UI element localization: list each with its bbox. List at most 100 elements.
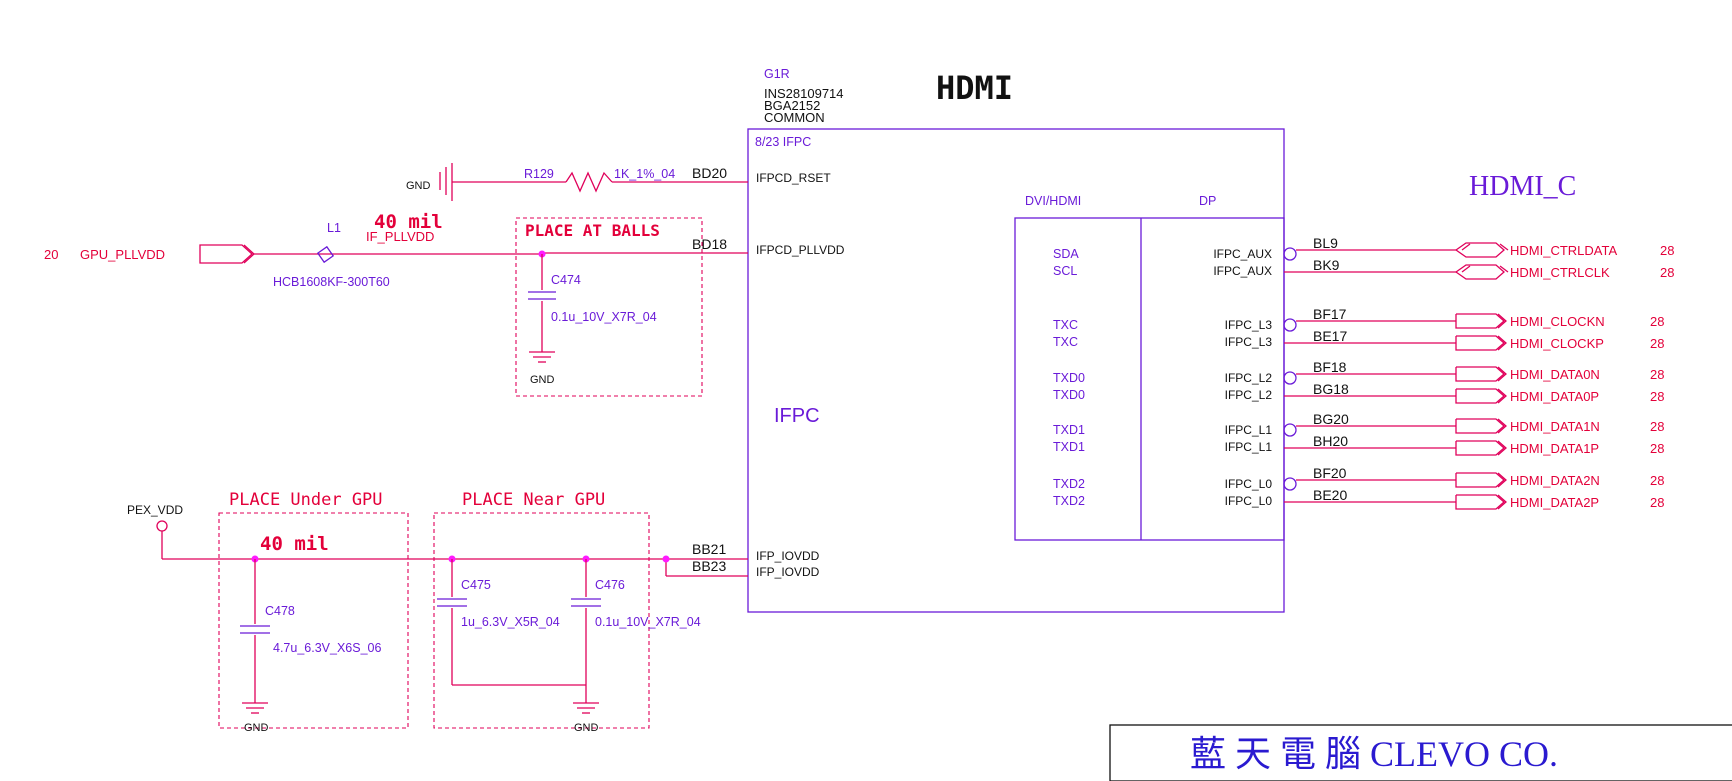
resistor-ref: R129 bbox=[524, 167, 554, 181]
net-page-ref: 28 bbox=[1650, 314, 1664, 329]
cap-value: 1u_6.3V_X5R_04 bbox=[461, 615, 560, 629]
dvi-pin-label: TXD1 bbox=[1053, 423, 1085, 437]
pin-ball: BF17 bbox=[1313, 306, 1347, 322]
pin-ball: BG18 bbox=[1313, 381, 1349, 397]
title-block bbox=[1109, 724, 1732, 781]
dvi-pin-label: SCL bbox=[1053, 264, 1077, 278]
connector-label: HDMI_C bbox=[1469, 171, 1576, 202]
connector-chevron[interactable] bbox=[1497, 366, 1507, 382]
pin-ball: BD20 bbox=[692, 165, 727, 181]
inductor-ref: L1 bbox=[327, 221, 341, 235]
connector-chevron[interactable] bbox=[1497, 494, 1507, 510]
gnd-label: GND bbox=[574, 722, 599, 734]
pin-ball: BL9 bbox=[1313, 235, 1338, 251]
net-page-ref: 28 bbox=[1650, 336, 1664, 351]
offpage-connector[interactable] bbox=[1455, 472, 1505, 488]
cap-ref: C478 bbox=[265, 604, 295, 618]
net-name: HDMI_CTRLCLK bbox=[1510, 265, 1610, 280]
inversion-bubble bbox=[1283, 477, 1297, 491]
inversion-bubble bbox=[1283, 247, 1297, 261]
resistor-r129[interactable] bbox=[565, 171, 613, 193]
place-note: PLACE AT BALLS bbox=[525, 221, 660, 240]
part-ref: G1R bbox=[764, 67, 790, 81]
offpage-connector[interactable] bbox=[199, 244, 253, 264]
dvi-pin-label: TXD0 bbox=[1053, 371, 1085, 385]
dp-pin-label: IFPC_L3 bbox=[1225, 318, 1273, 332]
gnd-symbol bbox=[242, 702, 268, 714]
offpage-connector[interactable] bbox=[1455, 313, 1505, 329]
cap-ref: C474 bbox=[551, 273, 581, 287]
dvi-pin-label: TXD1 bbox=[1053, 440, 1085, 454]
pin-ball: BD18 bbox=[692, 236, 727, 252]
dp-pin-label: IFPC_L2 bbox=[1225, 371, 1273, 385]
connector-chevron[interactable] bbox=[1497, 313, 1507, 329]
part-number: INS28109714 bbox=[764, 86, 844, 101]
place-under-note: PLACE Under GPU bbox=[229, 490, 383, 510]
pin-name: IFPCD_RSET bbox=[756, 171, 831, 185]
place-region bbox=[218, 512, 409, 729]
inductor-l1[interactable] bbox=[316, 245, 335, 264]
connector-chevron[interactable] bbox=[1499, 243, 1509, 251]
offpage-connector[interactable] bbox=[1455, 418, 1505, 434]
cap-value: 0.1u_10V_X7R_04 bbox=[595, 615, 701, 629]
net-name: HDMI_DATA1P bbox=[1510, 441, 1599, 456]
net-page-ref: 28 bbox=[1650, 473, 1664, 488]
connector-chevron[interactable] bbox=[1497, 335, 1507, 351]
place-region bbox=[433, 512, 650, 729]
offpage-net: GPU_PLLVDD bbox=[80, 247, 165, 262]
gnd-symbol bbox=[573, 702, 599, 714]
cap-value: 0.1u_10V_X7R_04 bbox=[551, 310, 657, 324]
power-symbol bbox=[156, 520, 168, 532]
trace-width: 40 mil bbox=[374, 211, 443, 233]
net-page-ref: 28 bbox=[1660, 265, 1674, 280]
connector-chevron[interactable] bbox=[1497, 388, 1507, 404]
dp-pin-label: IFPC_L3 bbox=[1225, 335, 1273, 349]
place-near-note: PLACE Near GPU bbox=[462, 490, 605, 510]
net-name: HDMI_CTRLDATA bbox=[1510, 243, 1617, 258]
dvi-pin-label: TXD2 bbox=[1053, 494, 1085, 508]
inversion-bubble bbox=[1283, 371, 1297, 385]
net-page-ref: 28 bbox=[1650, 441, 1664, 456]
pin-ball: BE20 bbox=[1313, 487, 1347, 503]
net-page-ref: 28 bbox=[1650, 419, 1664, 434]
junction bbox=[662, 555, 670, 563]
bidir-connector[interactable] bbox=[1455, 264, 1505, 280]
dvi-pin-label: TXD0 bbox=[1053, 388, 1085, 402]
pin-ball: BK9 bbox=[1313, 257, 1340, 273]
pin-ball: BB21 bbox=[692, 541, 726, 557]
offpage-connector[interactable] bbox=[1455, 366, 1505, 382]
bidir-connector[interactable] bbox=[1455, 242, 1505, 258]
offpage-connector[interactable] bbox=[1455, 335, 1505, 351]
offpage-connector[interactable] bbox=[1455, 494, 1505, 510]
connector-chevron[interactable] bbox=[1497, 440, 1507, 456]
connector-chevron[interactable] bbox=[1499, 265, 1509, 273]
pin-name: IFP_IOVDD bbox=[756, 565, 820, 579]
dp-pin-label: IFPC_L2 bbox=[1225, 388, 1273, 402]
net-page-ref: 28 bbox=[1650, 367, 1664, 382]
net-name: HDMI_CLOCKP bbox=[1510, 336, 1604, 351]
gnd-label: GND bbox=[530, 374, 555, 386]
pin-ball: BF18 bbox=[1313, 359, 1347, 375]
page-title: HDMI bbox=[936, 69, 1013, 107]
gnd-symbol bbox=[439, 163, 453, 201]
connector-chevron[interactable] bbox=[1497, 418, 1507, 434]
pin-ball: BB23 bbox=[692, 558, 726, 574]
section-label: 8/23 IFPC bbox=[755, 135, 811, 149]
offpage-connector[interactable] bbox=[1455, 388, 1505, 404]
power-net: PEX_VDD bbox=[127, 503, 183, 517]
cap-value: 4.7u_6.3V_X6S_06 bbox=[273, 641, 381, 655]
offpage-page: 20 bbox=[44, 247, 58, 262]
pin-ball: BF20 bbox=[1313, 465, 1347, 481]
dp-header: DP bbox=[1199, 194, 1216, 208]
net-page-ref: 28 bbox=[1650, 389, 1664, 404]
net-page-ref: 28 bbox=[1650, 495, 1664, 510]
dp-pin-label: IFPC_L0 bbox=[1225, 477, 1273, 491]
cap-ref: C475 bbox=[461, 578, 491, 592]
connector-chevron[interactable] bbox=[1497, 472, 1507, 488]
pin-name: IFP_IOVDD bbox=[756, 549, 820, 563]
connector-chevron[interactable] bbox=[1461, 265, 1471, 273]
inversion-bubble bbox=[1283, 318, 1297, 332]
offpage-connector[interactable] bbox=[1455, 440, 1505, 456]
connector-chevron[interactable] bbox=[1461, 243, 1471, 251]
